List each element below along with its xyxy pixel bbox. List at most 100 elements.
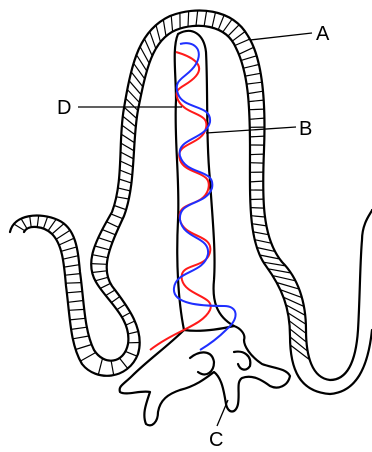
epithelial-cell-boundary <box>95 277 108 281</box>
epithelial-cell-boundary <box>251 216 265 217</box>
epithelial-cell-boundary <box>121 134 134 143</box>
epithelial-cell-boundary <box>63 256 78 260</box>
label-a: A <box>316 23 330 45</box>
leader-line-b <box>206 127 296 133</box>
epithelial-cell-boundary <box>250 118 265 119</box>
epithelium-outer-edge <box>10 11 372 380</box>
epithelial-cell-boundary <box>117 304 126 309</box>
basal-vessel-loop-left <box>190 352 214 374</box>
epithelium-layer <box>10 11 372 395</box>
epithelial-cell-boundary <box>250 154 264 155</box>
epithelial-cell-boundary <box>251 208 265 209</box>
epithelial-cell-boundary <box>92 255 108 258</box>
epithelial-cell-boundary <box>64 265 79 267</box>
epithelial-cell-boundary <box>107 222 119 228</box>
epithelial-cell-boundary <box>126 98 138 110</box>
epithelial-cell-boundary <box>126 321 135 325</box>
epithelial-cell-boundary <box>80 353 95 362</box>
basal-vessel-branches <box>120 326 290 425</box>
epithelial-cell-boundary <box>70 318 86 320</box>
epithelial-cell-boundary <box>111 214 123 219</box>
epithelial-cell-boundary <box>100 283 110 288</box>
epithelial-cell-boundary <box>239 47 254 54</box>
epithelial-cell-boundary <box>21 219 27 229</box>
epithelial-cell-boundary <box>14 224 25 231</box>
epithelial-cell-boundary <box>118 188 130 191</box>
epithelial-cell-boundary <box>123 116 136 127</box>
epithelial-cell-boundary <box>102 230 115 235</box>
epithelial-cell-boundary <box>111 297 120 303</box>
epithelial-cell-boundary <box>255 240 272 244</box>
epithelial-cell-boundary <box>144 39 152 56</box>
epithelial-cell-boundary <box>290 329 307 342</box>
epithelial-cell-boundary <box>68 301 83 303</box>
epithelial-cell-boundary <box>65 274 80 276</box>
epithelial-cell-boundary <box>248 91 263 93</box>
epithelial-cell-boundary <box>120 161 133 167</box>
epithelial-cell-boundary <box>121 143 134 151</box>
epithelial-cell-boundary <box>61 247 77 251</box>
epithelial-cell-boundary <box>76 345 92 350</box>
epithelial-cell-boundary <box>212 12 216 27</box>
epithelial-cell-boundary <box>252 224 267 226</box>
leader-line-c <box>217 400 228 426</box>
epithelial-cell-boundary <box>232 32 245 42</box>
epithelial-cell-boundary <box>120 358 128 368</box>
label-c: C <box>209 429 223 451</box>
epithelial-cell-boundary <box>204 11 207 26</box>
leader-line-a <box>250 33 312 40</box>
epithelial-cell-boundary <box>250 136 265 137</box>
epithelial-cell-boundary <box>124 107 137 118</box>
epithelial-cell-boundary <box>241 56 257 61</box>
epithelial-cell-boundary <box>30 216 32 227</box>
epithelial-cell-boundary <box>122 125 135 135</box>
epithelial-cell-boundary <box>48 219 56 231</box>
epithelial-cell-boundary <box>120 170 133 175</box>
epithelial-cell-boundary <box>223 19 232 32</box>
epithelial-cell-boundary <box>247 82 262 84</box>
epithelial-cell-boundary <box>150 31 156 48</box>
epithelial-cell-boundary <box>114 206 126 210</box>
epithelial-cell-boundary <box>253 232 268 235</box>
epithelial-cell-boundary <box>98 238 112 243</box>
epithelial-cell-boundary <box>91 264 107 265</box>
epithelial-cell-boundary <box>43 217 47 229</box>
epithelial-cell-boundary <box>111 361 114 375</box>
epithelial-cell-boundary <box>67 292 83 293</box>
epithelial-cell-boundary <box>128 332 138 334</box>
epithelial-cell-boundary <box>235 39 250 45</box>
epithelial-cell-boundary <box>228 25 239 37</box>
epithelial-cell-boundary <box>98 358 102 374</box>
label-b: B <box>299 118 312 140</box>
basal-vessel-loop-right <box>234 352 250 370</box>
epithelial-cell-boundary <box>37 216 39 228</box>
epithelial-cell-boundary <box>188 11 189 27</box>
epithelial-cell-boundary <box>243 65 259 69</box>
epithelial-cell-boundary <box>249 109 264 110</box>
epithelial-cell-boundary <box>250 181 263 182</box>
epithelial-cell-boundary <box>119 179 131 183</box>
epithelial-cell-boundary <box>59 238 74 245</box>
epithelial-cell-boundary <box>125 351 137 356</box>
epithelial-cell-boundary <box>66 283 82 284</box>
epithelial-cell-boundary <box>69 309 85 310</box>
epithelial-cell-boundary <box>73 336 89 339</box>
epithelial-cell-boundary <box>52 224 64 234</box>
epithelial-cell-boundary <box>163 20 166 36</box>
epithelial-cell-boundary <box>290 337 308 351</box>
epithelial-cell-boundary <box>116 197 128 199</box>
epithelial-cells <box>14 11 310 376</box>
epithelial-cell-boundary <box>218 15 224 30</box>
epithelial-cell-boundary <box>249 100 264 102</box>
epithelial-cell-boundary <box>71 327 87 329</box>
epithelial-cell-boundary <box>121 152 134 159</box>
epithelial-cell-boundary <box>140 47 149 64</box>
epithelial-cell-boundary <box>92 271 107 273</box>
epithelial-cell-boundary <box>95 246 110 250</box>
epithelial-cell-boundary <box>106 290 115 296</box>
label-d: D <box>57 97 71 119</box>
epithelial-cell-boundary <box>156 25 160 42</box>
epithelial-cell-boundary <box>122 313 131 318</box>
epithelial-cell-boundary <box>245 73 260 76</box>
